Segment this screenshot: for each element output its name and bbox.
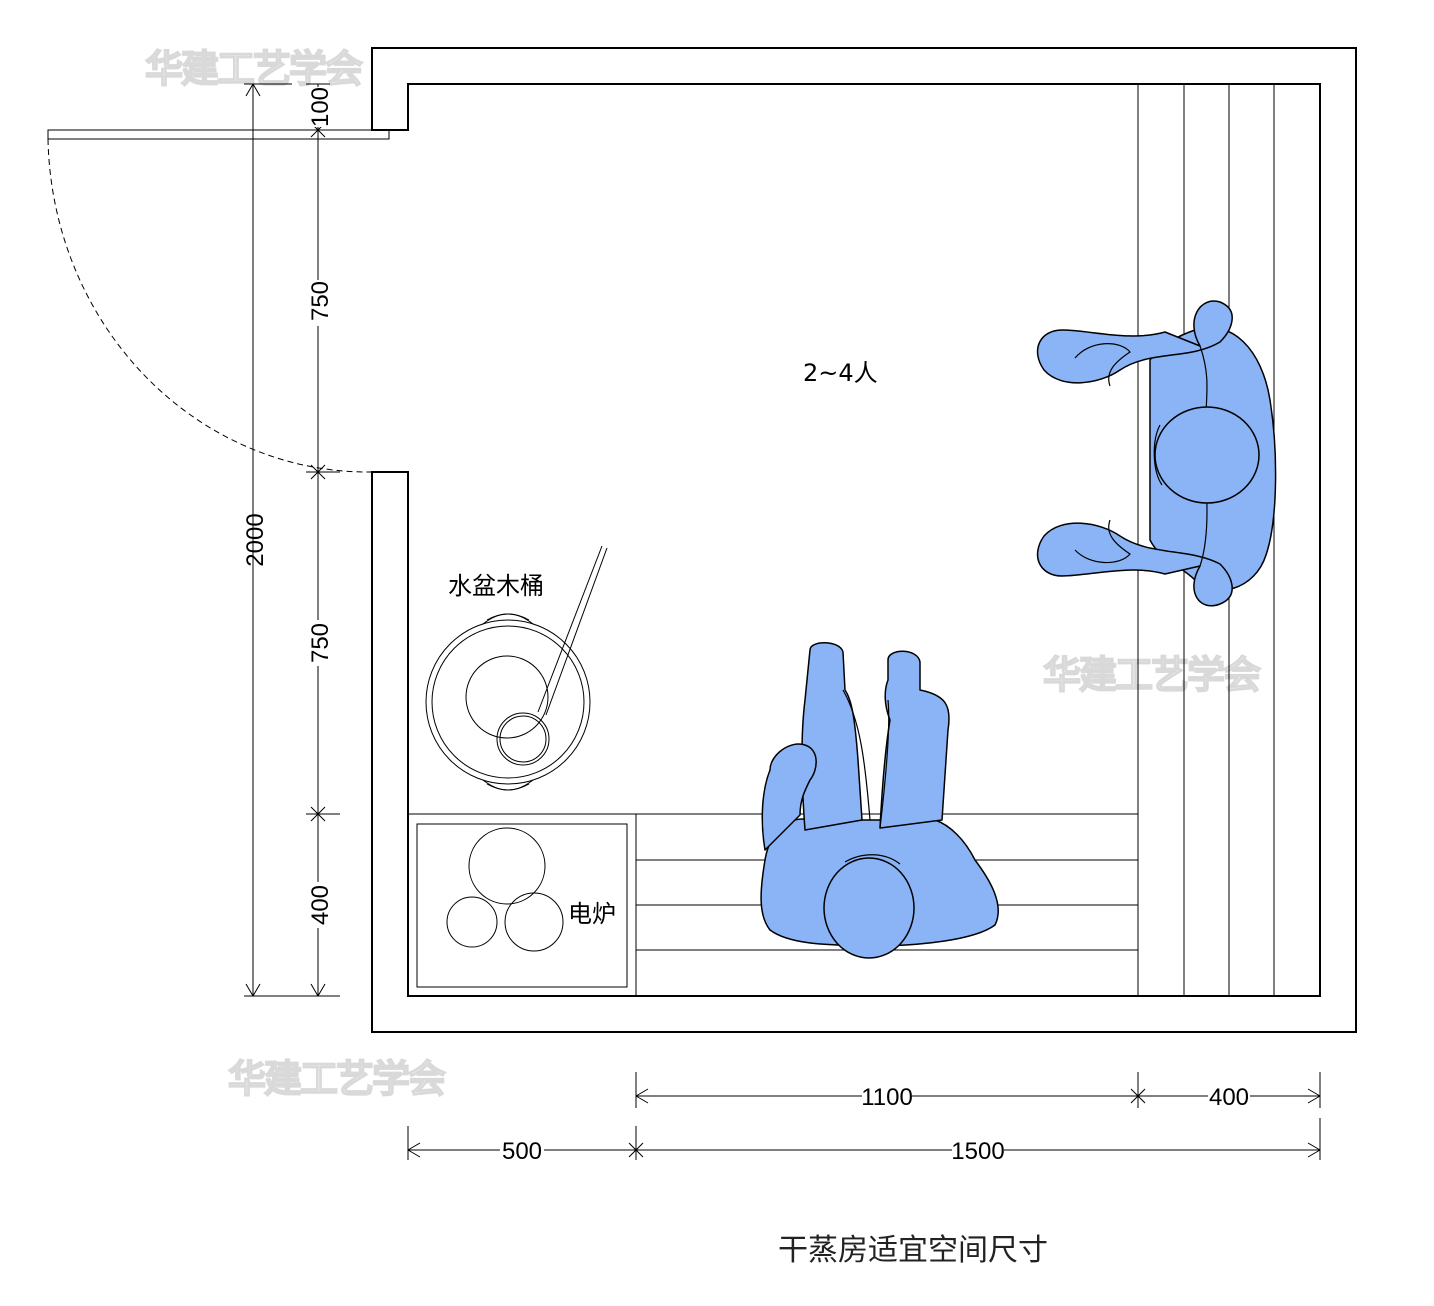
dim-vertical-seg-2: 750 (307, 281, 334, 321)
stove-label: 电炉 (568, 900, 616, 928)
dim-horizontal-bottom-2: 1500 (951, 1138, 1004, 1165)
watermark-right: 华建工艺学会 (1043, 653, 1261, 697)
horizontal-dimensions-bottom: 500 1500 (407, 1118, 1321, 1165)
water-bucket: 水盆木桶 (425, 545, 608, 791)
dim-vertical-total: 2000 (242, 513, 269, 566)
dim-ticks (310, 122, 326, 997)
person-bottom-bench (760, 642, 999, 959)
person-right-bench (1036, 300, 1277, 607)
watermark-top-left: 华建工艺学会 (145, 47, 363, 91)
vertical-dimensions: 2000 100 750 750 400 (242, 83, 340, 997)
horizontal-dimensions-top: 1100 400 (635, 1072, 1321, 1111)
watermark-bottom-left: 华建工艺学会 (228, 1057, 446, 1101)
dim-vertical-seg-3: 750 (307, 623, 334, 663)
door (47, 129, 390, 473)
dim-horizontal-bottom-1: 500 (502, 1138, 542, 1165)
diagram-caption: 干蒸房适宜空间尺寸 (778, 1233, 1048, 1268)
electric-stove: 电炉 (407, 813, 637, 997)
bucket-label: 水盆木桶 (448, 572, 544, 600)
capacity-label: 2~4人 (803, 359, 878, 387)
dim-vertical-seg-1: 100 (307, 87, 334, 127)
dim-vertical-seg-4: 400 (307, 885, 334, 925)
dim-horizontal-top-1: 1100 (861, 1084, 913, 1111)
dim-horizontal-top-2: 400 (1209, 1084, 1249, 1111)
